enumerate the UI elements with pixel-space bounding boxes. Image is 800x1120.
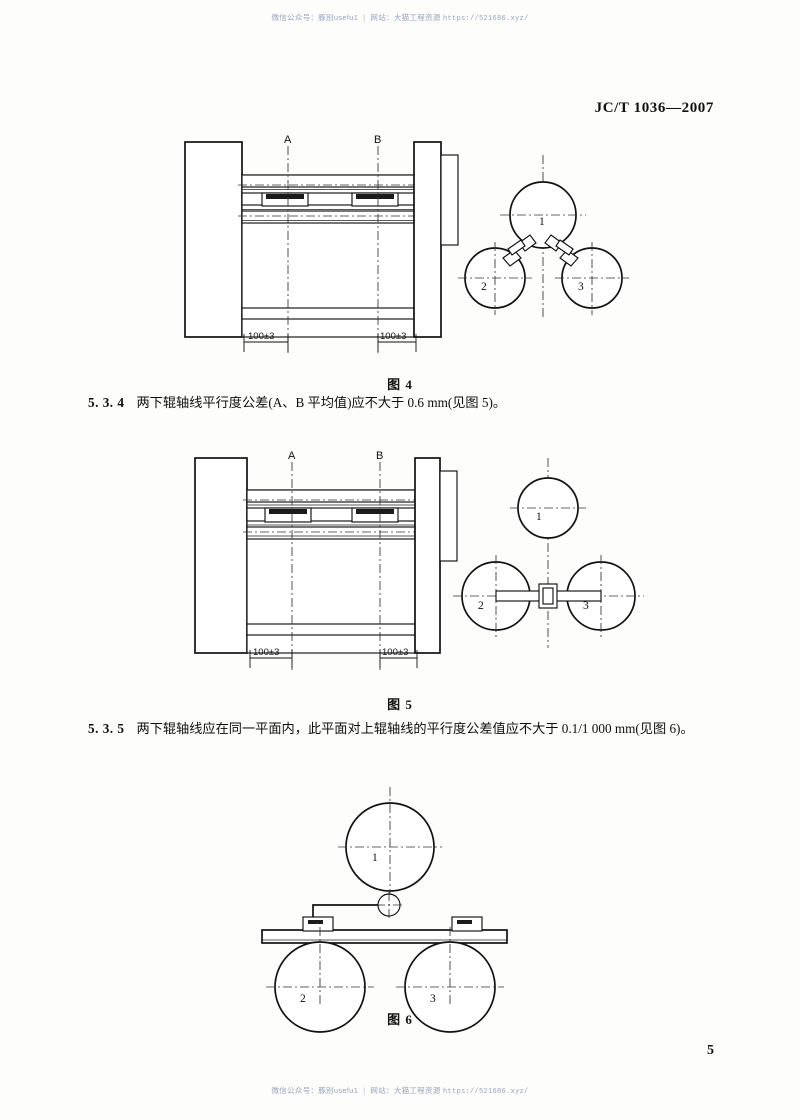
fig4-left-view: A B 100±3 100±3: [184, 134, 459, 353]
figure-6: 1: [0, 765, 800, 1033]
fig6-view: 1: [261, 787, 508, 1033]
fig4-dimension-left: 100±3: [243, 331, 289, 352]
fig5-roller-label-1: 1: [536, 511, 542, 523]
section-5-3-4-text: 两下辊轴线平行度公差(A、B 平均值)应不大于 0.6 mm(见图 5)。: [136, 395, 507, 410]
fig5-dimension-text-right: 100±3: [382, 647, 408, 658]
fig5-dimension-right: 100±3: [379, 647, 418, 668]
section-5-3-4-number: 5. 3. 4: [88, 395, 125, 410]
fig6-roller-label-2: 2: [300, 993, 306, 1005]
fig5-station-label-b: B: [376, 450, 383, 462]
fig4-station-label-a: A: [284, 134, 292, 146]
fig4-roller-label-1: 1: [539, 216, 545, 228]
watermark-bottom-separator: |: [363, 1086, 366, 1095]
watermark-wechat-value: 豚别usefu1: [318, 13, 359, 22]
fig4-roller-label-3: 3: [578, 281, 584, 293]
section-5-3-5-text: 两下辊轴线应在同一平面内，此平面对上辊轴线的平行度公差值应不大于 0.1/1 0…: [136, 721, 694, 736]
fig5-left-view: A B 100±3 100±3: [194, 450, 458, 670]
figure-5-caption: 图 5: [387, 697, 413, 712]
fig4-dimension-right: 100±3: [377, 331, 417, 352]
fig5-dimension-left: 100±3: [249, 647, 293, 668]
fig5-station-label-a: A: [288, 450, 296, 462]
watermark-top: 微信公众号：豚别usefu1 | 网站：大猫工程资源 https://521686.…: [0, 12, 800, 23]
fig5-roller-label-3: 3: [583, 600, 589, 612]
page-number: 5: [707, 1043, 714, 1058]
watermark-bottom-wechat-value: 豚别usefu1: [318, 1086, 359, 1095]
figure-5: A B 100±3 100±3: [0, 448, 800, 688]
watermark-bottom-site-label: 网站：: [370, 1086, 394, 1095]
fig6-mount-block-right: [451, 916, 483, 932]
figure-4-caption: 图 4: [387, 377, 413, 392]
figure-5-drawing: A B 100±3 100±3: [194, 450, 644, 670]
fig5-linkage-bar: [495, 583, 602, 609]
figure-4: A B 100±3 100±3: [0, 130, 800, 360]
fig5-dimension-text-left: 100±3: [253, 647, 279, 658]
watermark-bottom: 微信公众号：豚别usefu1 | 网站：大猫工程资源 https://521686.…: [0, 1085, 800, 1096]
fig4-dimension-text-left: 100±3: [248, 331, 274, 342]
fig4-station-label-b: B: [374, 134, 381, 146]
watermark-site-value: 大猫工程资源: [393, 13, 441, 22]
fig6-roller-label-3: 3: [430, 993, 436, 1005]
fig5-roller-label-2: 2: [478, 600, 484, 612]
section-5-3-5: 5. 3. 5 两下辊轴线应在同一平面内，此平面对上辊轴线的平行度公差值应不大于 …: [88, 718, 708, 740]
figure-6-drawing: 1: [261, 787, 508, 1033]
figure-6-caption: 图 6: [387, 1012, 413, 1027]
fig4-linkage-right: [544, 234, 579, 267]
fig4-dimension-text-right: 100±3: [380, 331, 406, 342]
fig6-dial-indicator-icon: [376, 892, 402, 918]
section-5-3-5-number: 5. 3. 5: [88, 721, 125, 736]
watermark-bottom-site-value: 大猫工程资源: [393, 1086, 441, 1095]
watermark-bottom-wechat-label: 微信公众号：: [271, 1086, 319, 1095]
watermark-bottom-url: https://521686.xyz/: [443, 1088, 529, 1096]
fig5-right-view: 1 2 3: [453, 458, 644, 648]
fig4-right-view: 1 2 3: [458, 155, 629, 320]
watermark-separator: |: [363, 13, 366, 22]
watermark-site-label: 网站：: [370, 13, 394, 22]
fig6-mount-block-left: [302, 916, 334, 932]
fig4-roller-label-2: 2: [481, 281, 487, 293]
section-5-3-4: 5. 3. 4 两下辊轴线平行度公差(A、B 平均值)应不大于 0.6 mm(见图…: [88, 392, 708, 414]
watermark-wechat-label: 微信公众号：: [271, 13, 319, 22]
fig6-roller-label-1: 1: [372, 852, 378, 864]
figure-4-drawing: A B 100±3 100±3: [184, 134, 629, 353]
watermark-url: https://521686.xyz/: [443, 15, 529, 23]
fig4-linkage-left: [502, 234, 537, 267]
standard-number-header: JC/T 1036—2007: [594, 100, 714, 116]
